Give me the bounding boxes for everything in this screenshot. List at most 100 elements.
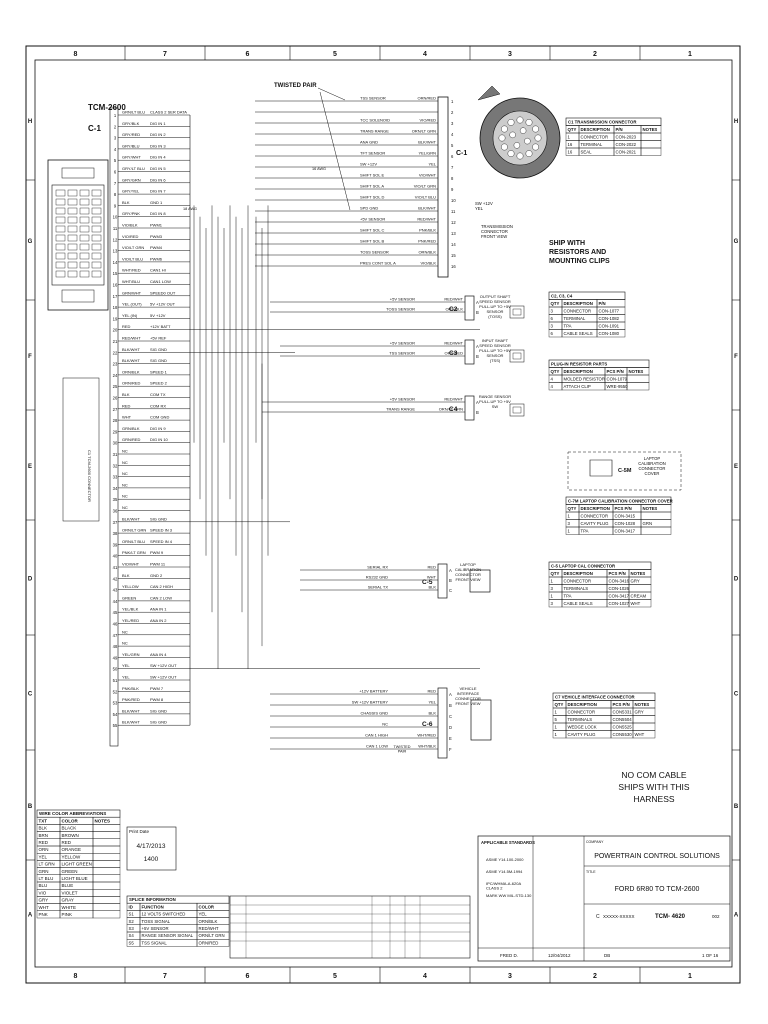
tcm-pin-number: 55 [113, 723, 118, 728]
row-letter: E [28, 464, 32, 470]
sheet-number: 1 OF 16 [702, 953, 719, 958]
wire-color-table-title: WIRE COLOR ABBREVIATIONS [39, 811, 106, 816]
tcm-pin-wire-color: GRY/PNK [122, 211, 140, 216]
tcm-pin-signal: DIG IN 2 [150, 132, 166, 137]
tcm-pin-signal: SIG GND [150, 347, 167, 352]
c1-pin-color: BLK/WHT [418, 206, 436, 211]
tcm-pin-signal: ANA IN 2 [150, 618, 167, 623]
tcm-pin-number: 47 [113, 633, 118, 638]
resistor-table-value: WRE-9550 [607, 384, 629, 389]
c234-table-header: QTY [551, 301, 560, 306]
tcm-pin-number: 40 [113, 554, 118, 559]
column-number: 7 [163, 973, 167, 980]
tcm-cavity [91, 243, 102, 251]
wire-gauge-note: 18 AWG [183, 207, 197, 211]
c7-table-value: 1 [555, 710, 558, 715]
tcm-cavity [79, 198, 90, 206]
inner-border [34, 59, 733, 968]
c1-pin-signal: TSS SENSOR [360, 96, 386, 101]
tcm-latch [61, 289, 95, 303]
label-line: (TOSS) [488, 314, 502, 319]
splice-table-value: S5 [129, 940, 135, 945]
splice-table-value: YEL [199, 912, 208, 917]
c1-pin-signal: TFT SENSOR [360, 151, 385, 156]
c6-pin-signal: SW +12V BATTERY [352, 700, 389, 705]
c2-connector-block [464, 295, 475, 321]
label-line: FRONT VIEW [455, 577, 480, 582]
c7-table-value: CONNECTOR [568, 710, 596, 715]
tcm-pin-signal: CAN 2 HIGH [150, 584, 173, 589]
connector-cavity [498, 134, 506, 142]
row-letter: A [28, 913, 33, 919]
c6-pin-color: WHT/RED [417, 733, 436, 738]
wire-color-table-value: VIOLET [62, 890, 78, 895]
wire-color-table-cell [92, 910, 121, 919]
c2-pin-color: ORN/BLK [445, 307, 463, 312]
tcm-cavity [67, 252, 78, 260]
tcm-pin-signal: CLASS 2 SER DATA [150, 110, 187, 115]
tcm-pin-number: 7 [114, 181, 117, 186]
tcm-pin-signal: COM TX [150, 392, 166, 397]
wire-color-table-value: PINK [62, 912, 73, 917]
connector-legend-note: C1 TCM-2600 CONNECTOR [87, 450, 92, 502]
row-letter: A [734, 913, 739, 919]
tcm-cavity [67, 216, 78, 224]
label-line: TWISTED [393, 745, 410, 749]
wire-color-table-value: WHITE [62, 905, 77, 910]
splice-table-header: COLOR [199, 904, 215, 909]
c1-pin-number: 16 [451, 264, 456, 269]
c7m-table-header: QTY [568, 506, 577, 511]
c234-table-value: CABLE SEALS [564, 331, 593, 336]
c1-pin-signal: +5V SENSOR [360, 217, 385, 222]
wire-color-table-cell [92, 860, 121, 868]
tcm-pin-number: 29 [113, 429, 118, 434]
c5-table-header: DESCRIPTION [564, 571, 593, 576]
tcm-pin-number: 49 [113, 655, 118, 660]
c4-pin-letter: B [476, 410, 479, 415]
c1-pin-signal: SHIFT SOL D [360, 195, 385, 200]
label-line: SHIPS WITH THIS [618, 782, 689, 792]
plug-icon-face [512, 406, 522, 414]
tcm-cavity [67, 225, 78, 233]
tcm-cavity [91, 261, 102, 269]
c5-table-value: 3 [551, 586, 554, 591]
tcm-connector-label: C-1 [88, 124, 101, 133]
standards-item: ASME Y14.5M-1994 [486, 869, 523, 874]
standards-item: ASME Y14.100-2000 [486, 857, 524, 862]
twisted-pair-leader [319, 91, 351, 211]
part-number: TCM- 4620 [655, 914, 686, 920]
tcm-pin-number: 45 [113, 610, 118, 615]
approved-by: DB [604, 953, 610, 958]
c1-pin-signal: SHIFT SOL B [360, 239, 385, 244]
wire-color-table-value: GREEN [62, 869, 78, 874]
tcm-cavity [91, 234, 102, 242]
label-line: PULL-UP TO +5V [479, 399, 511, 404]
tcm-cavity [67, 198, 78, 206]
label-line: INPUT SHAFT [482, 338, 509, 343]
c1-pin-number: 12 [451, 220, 456, 225]
outer-border [25, 45, 741, 984]
label-line: MARK WW MIL-STD-130 [486, 893, 532, 898]
c1-trans-table-value: TERMINAL [581, 142, 603, 147]
plug-icon [509, 349, 525, 363]
tcm-pin-number: 2 [114, 124, 117, 129]
tcm-pin-number: 32 [113, 463, 118, 468]
row-letter: G [28, 239, 33, 245]
label-line: CONNECTOR [639, 466, 666, 471]
wire-color-table-value: YELLOW [62, 854, 82, 859]
tcm-pin-wire-color: GRY/RED [122, 132, 140, 137]
tcm-pin-wire-color: YEL/RED [122, 618, 139, 623]
tcm-pin-wire-color: ORN/LT BLU [122, 539, 145, 544]
tcm-pin-wire-color: WHT [122, 415, 132, 420]
c5-table-value: CON-3417 [609, 594, 630, 599]
tcm-pin-signal: +5V REF [150, 336, 167, 341]
tcm-pin-number: 17 [113, 294, 118, 299]
tcm-cavity [55, 216, 66, 224]
tcm-pin-number: 38 [113, 531, 118, 536]
c5-table-value: CREAM [631, 594, 647, 599]
c7-table-header: DESCRIPTION [568, 702, 597, 707]
splice-table-value: ORN/LT GRN [199, 933, 225, 938]
tcm-pin-wire-color: VIO/LT GRN [122, 245, 144, 250]
